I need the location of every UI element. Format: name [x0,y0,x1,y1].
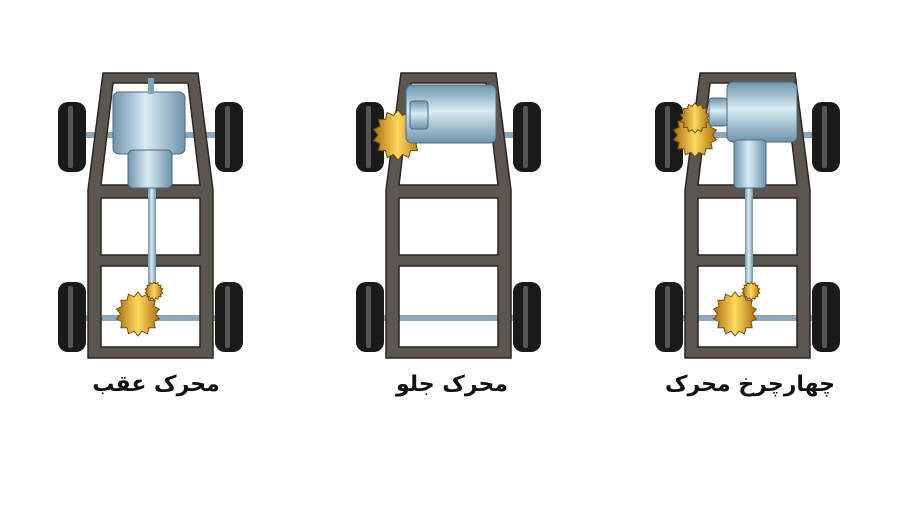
wheel-highlight [68,106,73,168]
drive-shaft [745,185,753,295]
pinion-gear [741,281,761,301]
motor-endcap [708,97,728,127]
frame [385,72,512,359]
motor-shaft [148,78,154,94]
secondary-gear [679,102,711,134]
label-four-wheel-drive: چهارچرخ محرک [664,372,836,397]
frame [87,72,214,359]
motor [405,84,497,144]
motor [112,91,186,155]
pinion-gear [144,281,164,301]
drive-shaft [148,155,156,295]
chassis-four-wheel [655,72,840,359]
label-front-drive: محرک جلو [396,372,508,397]
wheel-highlight [225,286,230,348]
wheel-highlight [822,106,827,168]
wheel-highlight [68,286,73,348]
wheel-highlight [665,286,670,348]
wheel-highlight [225,106,230,168]
label-rear-drive: محرک عقب [92,372,220,397]
wheel-highlight [523,286,528,348]
motor-endcap [409,100,429,130]
wheel-highlight [523,106,528,168]
motor [726,81,798,143]
wheel-highlight [366,286,371,348]
rear-axle [368,315,530,321]
chassis-front [356,72,541,359]
chassis-rear [58,72,243,359]
motor-endcap [127,149,173,189]
wheel-highlight [366,106,371,168]
wheel-highlight [665,106,670,168]
transfer-case [733,139,767,189]
wheel-highlight [822,286,827,348]
